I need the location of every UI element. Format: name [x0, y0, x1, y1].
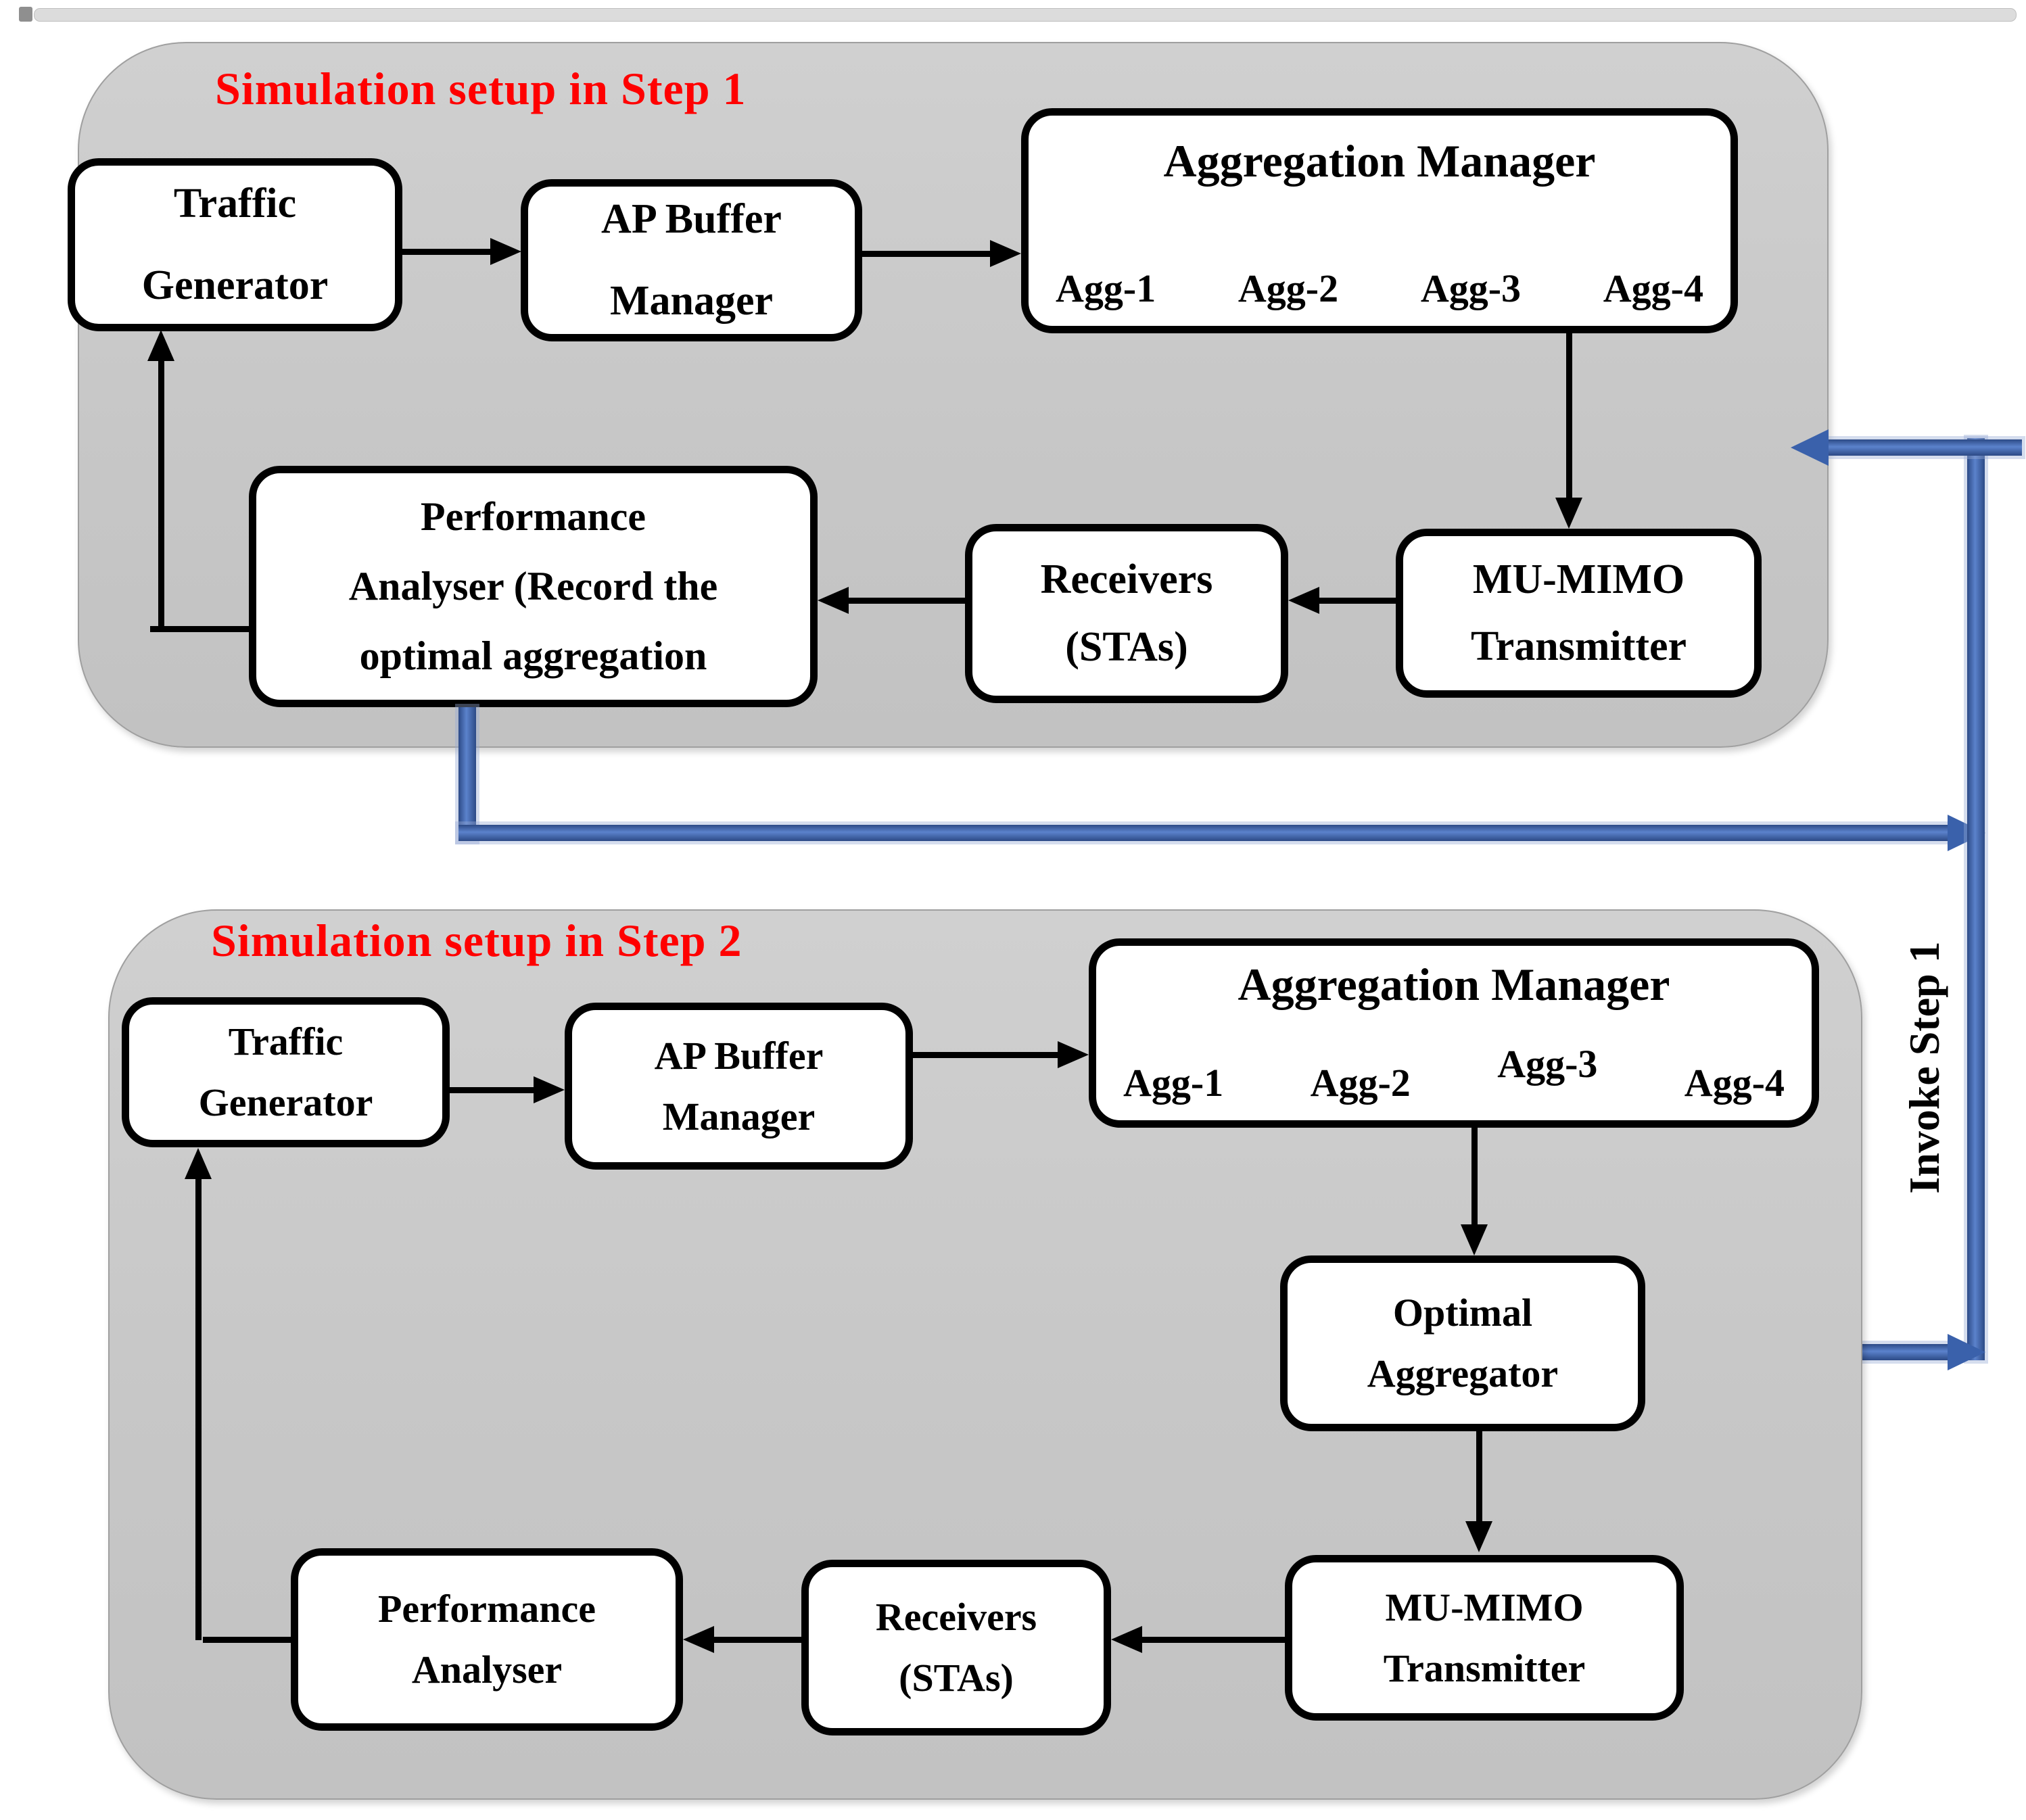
- node-aggregation-manager-step2: Aggregation Manager Agg-1 Agg-2 Agg-3 Ag…: [1089, 938, 1819, 1128]
- arrowhead-mumimo-to-receivers-step1: [1288, 587, 1319, 614]
- feedback-line-horizontal-step2: [203, 1637, 291, 1643]
- arrow-line-am-to-mumimo-step1: [1566, 333, 1572, 500]
- node-label: optimal aggregation: [359, 633, 707, 679]
- aggregator-row-step2: Agg-1 Agg-2 Agg-3 Agg-4: [1123, 1042, 1785, 1105]
- arrow-line-mumimo-to-receivers-step2: [1141, 1637, 1285, 1643]
- arrowhead-receivers-to-pa-step1: [818, 587, 849, 614]
- arrow-line-receivers-to-pa-step1: [847, 598, 965, 604]
- arrowhead-pa-to-tg-step1: [147, 330, 174, 361]
- arrowhead-tg-to-abm-step2: [534, 1076, 565, 1103]
- step2-title: Simulation setup in Step 2: [211, 915, 743, 966]
- arrowhead-abm-to-am-step2: [1058, 1041, 1089, 1068]
- node-label: Analyser: [411, 1648, 563, 1692]
- node-ap-buffer-manager-step2: AP Buffer Manager: [565, 1003, 913, 1170]
- node-mu-mimo-transmitter-step1: MU-MIMO Transmitter: [1396, 529, 1762, 698]
- node-traffic-generator-step1: Traffic Generator: [68, 158, 402, 331]
- window-edge-nub: [19, 7, 32, 22]
- blue-line-top-horizontal: [1827, 439, 2022, 456]
- arrow-line-am-to-oa-step2: [1471, 1128, 1478, 1226]
- arrow-line-tg-to-abm-step1: [402, 249, 492, 255]
- arrowhead-am-to-mumimo-step1: [1555, 498, 1582, 529]
- blue-line-pa1-down: [458, 707, 476, 841]
- agg-1-label: Agg-1: [1123, 1061, 1224, 1105]
- arrowhead-pa-to-tg-step2: [185, 1148, 212, 1179]
- arrow-line-tg-to-abm-step2: [450, 1087, 536, 1093]
- node-label: Receivers: [1040, 556, 1213, 603]
- node-label: AP Buffer: [654, 1033, 824, 1078]
- blue-line-middle-horizontal: [458, 825, 1949, 841]
- node-label: Traffic: [228, 1020, 344, 1064]
- agg-3-label: Agg-3: [1420, 266, 1522, 310]
- arrowhead-oa-to-mumimo-step2: [1465, 1521, 1492, 1552]
- feedback-line-horizontal-step1: [150, 626, 249, 632]
- node-label: Analyser (Record the: [348, 563, 718, 608]
- node-label: (STAs): [899, 1656, 1014, 1700]
- arrow-line-abm-to-am-step2: [913, 1052, 1059, 1058]
- node-label: Generator: [198, 1080, 373, 1124]
- agg-1-label: Agg-1: [1056, 266, 1156, 310]
- node-label: Generator: [141, 262, 329, 308]
- agg-4-label: Agg-4: [1684, 1061, 1785, 1105]
- node-label: Manager: [662, 1094, 816, 1139]
- arrowhead-tg-to-abm-step1: [490, 238, 521, 265]
- feedback-line-vertical-step2: [195, 1178, 202, 1640]
- node-label: AP Buffer: [601, 196, 782, 243]
- node-aggregation-manager-step1: Aggregation Manager Agg-1 Agg-2 Agg-3 Ag…: [1021, 108, 1738, 333]
- node-label: Transmitter: [1383, 1646, 1586, 1690]
- agg-2-label: Agg-2: [1310, 1061, 1411, 1105]
- node-label: Transmitter: [1470, 623, 1687, 669]
- node-receivers-step1: Receivers (STAs): [965, 524, 1288, 703]
- node-traffic-generator-step2: Traffic Generator: [122, 997, 450, 1147]
- agg-2-label: Agg-2: [1238, 266, 1339, 310]
- arrow-line-abm-to-am-step1: [862, 251, 992, 257]
- step1-title: Simulation setup in Step 1: [215, 63, 747, 114]
- node-label: Receivers: [875, 1595, 1037, 1639]
- invoke-step1-label: Invoke Step 1: [1900, 941, 1948, 1194]
- node-receivers-step2: Receivers (STAs): [801, 1560, 1111, 1735]
- node-label: Performance: [377, 1587, 596, 1631]
- node-label: Aggregator: [1367, 1351, 1559, 1395]
- arrowhead-am-to-oa-step2: [1461, 1224, 1488, 1255]
- node-label: Manager: [609, 278, 774, 324]
- node-label: Performance: [420, 494, 646, 539]
- node-label: (STAs): [1065, 623, 1188, 670]
- node-optimal-aggregator-step2: Optimal Aggregator: [1280, 1255, 1645, 1431]
- node-performance-analyser-step2: Performance Analyser: [291, 1548, 683, 1731]
- feedback-line-vertical-step1: [158, 358, 164, 629]
- agg-3-label: Agg-3: [1497, 1042, 1598, 1086]
- arrow-line-mumimo-to-receivers-step1: [1318, 598, 1396, 604]
- arrowhead-receivers-to-pa-step2: [683, 1626, 714, 1653]
- arrow-line-receivers-to-pa-step2: [713, 1637, 801, 1643]
- node-label: MU-MIMO: [1385, 1585, 1584, 1629]
- arrowhead-abm-to-am-step1: [990, 240, 1021, 267]
- arrow-line-oa-to-mumimo-step2: [1476, 1431, 1482, 1523]
- window-top-bar: [34, 8, 2017, 22]
- aggregator-row-step1: Agg-1 Agg-2 Agg-3 Agg-4: [1056, 266, 1703, 311]
- node-label: Optimal: [1392, 1291, 1533, 1335]
- blue-line-invoke-vertical: [1967, 438, 1985, 1360]
- node-label: Traffic: [173, 181, 297, 227]
- blue-arrowhead-into-step1: [1791, 429, 1829, 466]
- node-label: MU-MIMO: [1472, 556, 1685, 602]
- node-performance-analyser-step1: Performance Analyser (Record the optimal…: [249, 466, 818, 707]
- agg-4-label: Agg-4: [1603, 266, 1703, 310]
- node-ap-buffer-manager-step1: AP Buffer Manager: [521, 179, 862, 341]
- aggregation-manager-title: Aggregation Manager: [1238, 959, 1670, 1010]
- blue-arrowhead-oa-right: [1948, 1334, 1985, 1370]
- node-mu-mimo-transmitter-step2: MU-MIMO Transmitter: [1285, 1555, 1684, 1721]
- arrowhead-mumimo-to-receivers-step2: [1111, 1626, 1142, 1653]
- aggregation-manager-title: Aggregation Manager: [1163, 135, 1596, 187]
